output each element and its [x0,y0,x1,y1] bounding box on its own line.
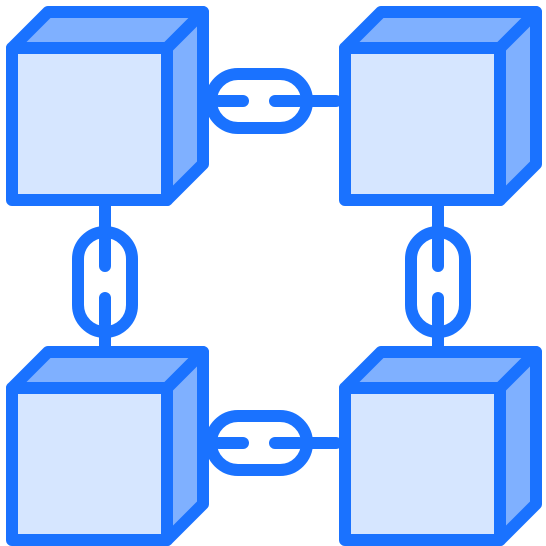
block-top-right [339,6,542,206]
chain-link-left [72,194,138,370]
block-top-left [6,6,209,206]
block-bottom-left [6,346,209,546]
chain-link-right [405,194,471,370]
chain-link-top [176,68,342,134]
block-bottom-right [339,346,542,546]
